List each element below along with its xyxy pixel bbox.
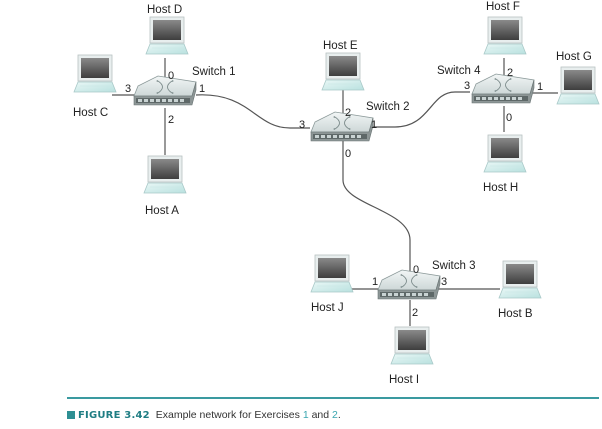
s3-port-0: 0 bbox=[413, 264, 419, 276]
switch-3-icon bbox=[377, 269, 441, 300]
switch-3-label: Switch 3 bbox=[432, 260, 475, 272]
s1-port-0: 0 bbox=[168, 70, 174, 82]
host-a-laptop-icon bbox=[143, 155, 187, 194]
switch-1-icon bbox=[133, 75, 197, 106]
host-f-laptop-icon bbox=[483, 16, 527, 55]
s1-port-1: 1 bbox=[199, 83, 205, 95]
host-j-label: Host J bbox=[311, 302, 344, 314]
host-f-label: Host F bbox=[486, 1, 520, 13]
host-i-laptop-icon bbox=[390, 326, 434, 365]
host-g-laptop-icon bbox=[556, 66, 600, 105]
host-e-label: Host E bbox=[323, 40, 358, 52]
caption-text-mid: and bbox=[308, 409, 333, 421]
switch-2-icon bbox=[310, 111, 374, 142]
host-h-label: Host H bbox=[483, 182, 518, 194]
cable-s1-s2 bbox=[195, 94, 310, 129]
s1-port-3: 3 bbox=[125, 83, 131, 95]
s2-port-0: 0 bbox=[345, 148, 351, 160]
host-j-laptop-icon bbox=[310, 254, 354, 293]
cable-s2-s3 bbox=[342, 140, 411, 272]
switch-4-label: Switch 4 bbox=[437, 65, 481, 77]
host-b-label: Host B bbox=[498, 308, 533, 320]
s2-port-1: 1 bbox=[371, 119, 377, 131]
exercise-link-1[interactable]: 1 bbox=[302, 409, 309, 421]
s3-port-3: 3 bbox=[441, 276, 447, 288]
s3-port-1: 1 bbox=[372, 276, 378, 288]
host-a-label: Host A bbox=[145, 205, 179, 217]
s4-port-3: 3 bbox=[464, 80, 470, 92]
caption-text-before: Example network for Exercises bbox=[155, 409, 303, 421]
host-e-laptop-icon bbox=[321, 52, 365, 91]
caption-square-icon bbox=[67, 410, 75, 419]
host-g-label: Host G bbox=[556, 51, 592, 63]
switch-2-label: Switch 2 bbox=[366, 101, 409, 113]
cable-s2-s4 bbox=[370, 91, 470, 128]
host-d-label: Host D bbox=[147, 4, 182, 16]
s2-port-3: 3 bbox=[299, 119, 305, 131]
host-b-laptop-icon bbox=[498, 260, 542, 299]
host-c-laptop-icon bbox=[73, 54, 117, 93]
s2-port-2: 2 bbox=[345, 107, 351, 119]
cables bbox=[112, 58, 558, 326]
figure-label: FIGURE 3.42 bbox=[78, 410, 150, 421]
caption-text-after: . bbox=[337, 409, 341, 421]
host-h-laptop-icon bbox=[483, 134, 527, 173]
s4-port-0: 0 bbox=[506, 112, 512, 124]
caption-rule bbox=[67, 397, 599, 399]
switch-1-label: Switch 1 bbox=[192, 66, 235, 78]
exercise-link-2[interactable]: 2 bbox=[332, 409, 338, 421]
host-i-label: Host I bbox=[389, 374, 419, 386]
s3-port-2: 2 bbox=[412, 307, 418, 319]
host-c-label: Host C bbox=[73, 107, 108, 119]
s1-port-2: 2 bbox=[168, 114, 174, 126]
s4-port-1: 1 bbox=[537, 81, 543, 93]
host-d-laptop-icon bbox=[145, 16, 189, 55]
figure-caption: FIGURE 3.42 Example network for Exercises… bbox=[67, 409, 341, 421]
switch-4-icon bbox=[471, 73, 535, 104]
s4-port-2: 2 bbox=[507, 67, 513, 79]
